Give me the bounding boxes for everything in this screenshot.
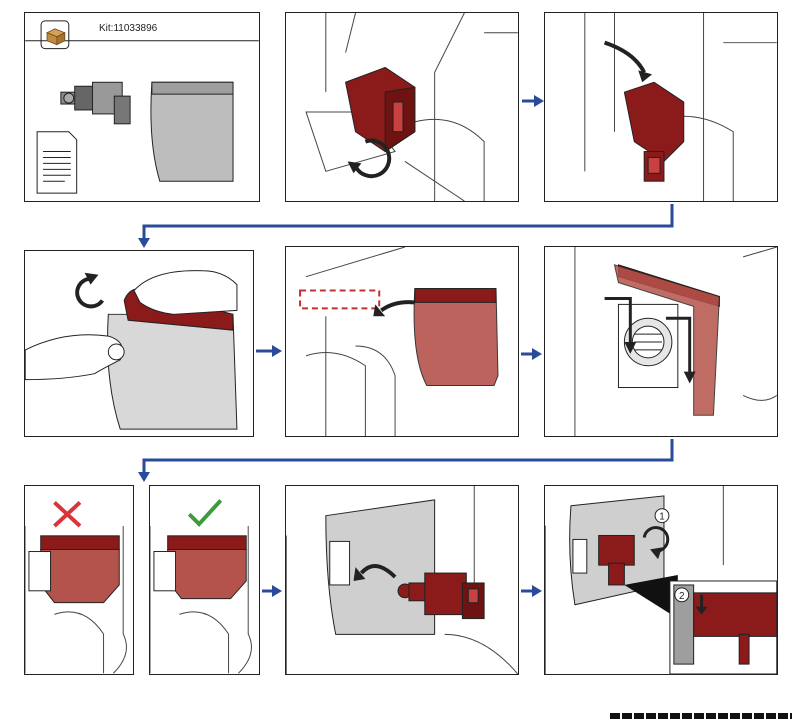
step-9-drawing: 1 2 [545, 486, 777, 674]
removed-valve-part [624, 82, 683, 181]
cross-icon [54, 502, 80, 526]
arrow-step-5-to-6 [521, 348, 542, 360]
valve-part-icon [61, 82, 130, 124]
arrow-step-8-to-9 [521, 585, 542, 597]
arrow-row-2-to-row-3 [138, 439, 672, 482]
target-position-outline [300, 291, 379, 309]
tape-with-backing [414, 289, 498, 386]
checkmark-icon [189, 500, 220, 524]
arrow-step-7-to-8 [262, 585, 282, 597]
step-2-drawing [286, 13, 518, 201]
footer-barcode-strip [610, 713, 792, 719]
step-8-insert-new-part [285, 485, 519, 675]
step-3-drawing [545, 13, 777, 201]
step-3-remove-part [544, 12, 778, 202]
instruction-sheet-icon [37, 132, 77, 193]
callout-2-label: 2 [679, 591, 685, 602]
box-icon [41, 21, 69, 49]
step-9-rotate-lock: 1 2 [544, 485, 778, 675]
arrow-row-1-to-row-2 [138, 204, 672, 248]
step-2-rotate-part [285, 12, 519, 202]
callout-1-badge: 1 [655, 509, 669, 523]
step-8-drawing [286, 486, 518, 674]
kit-number-label: Kit:11033896 [99, 23, 157, 34]
kit-contents-drawing [25, 13, 259, 201]
arrow-step-4-to-5 [256, 345, 282, 357]
curved-out-arrow-icon [605, 43, 652, 83]
step-5-drawing [286, 247, 518, 436]
callout-2-badge: 2 [675, 588, 689, 602]
callout-1-label: 1 [659, 512, 665, 523]
step-4-peel-tape [24, 250, 254, 437]
step-6-press-tape [544, 246, 778, 437]
peel-rotate-arrow-icon [77, 273, 102, 307]
step-7-correct-placement [149, 485, 260, 675]
step-7-correct-drawing [150, 486, 259, 674]
step-6-drawing [545, 247, 777, 436]
arrow-step-2-to-3 [522, 95, 544, 107]
top-hand-icon [134, 271, 237, 315]
step-4-drawing [25, 251, 253, 436]
step-7-wrong-placement [24, 485, 134, 675]
sealing-tape-icon [151, 82, 233, 181]
step-7-wrong-drawing [25, 486, 133, 674]
step-5-apply-tape [285, 246, 519, 437]
step-1-kit-contents: Kit:11033896 [24, 12, 260, 202]
